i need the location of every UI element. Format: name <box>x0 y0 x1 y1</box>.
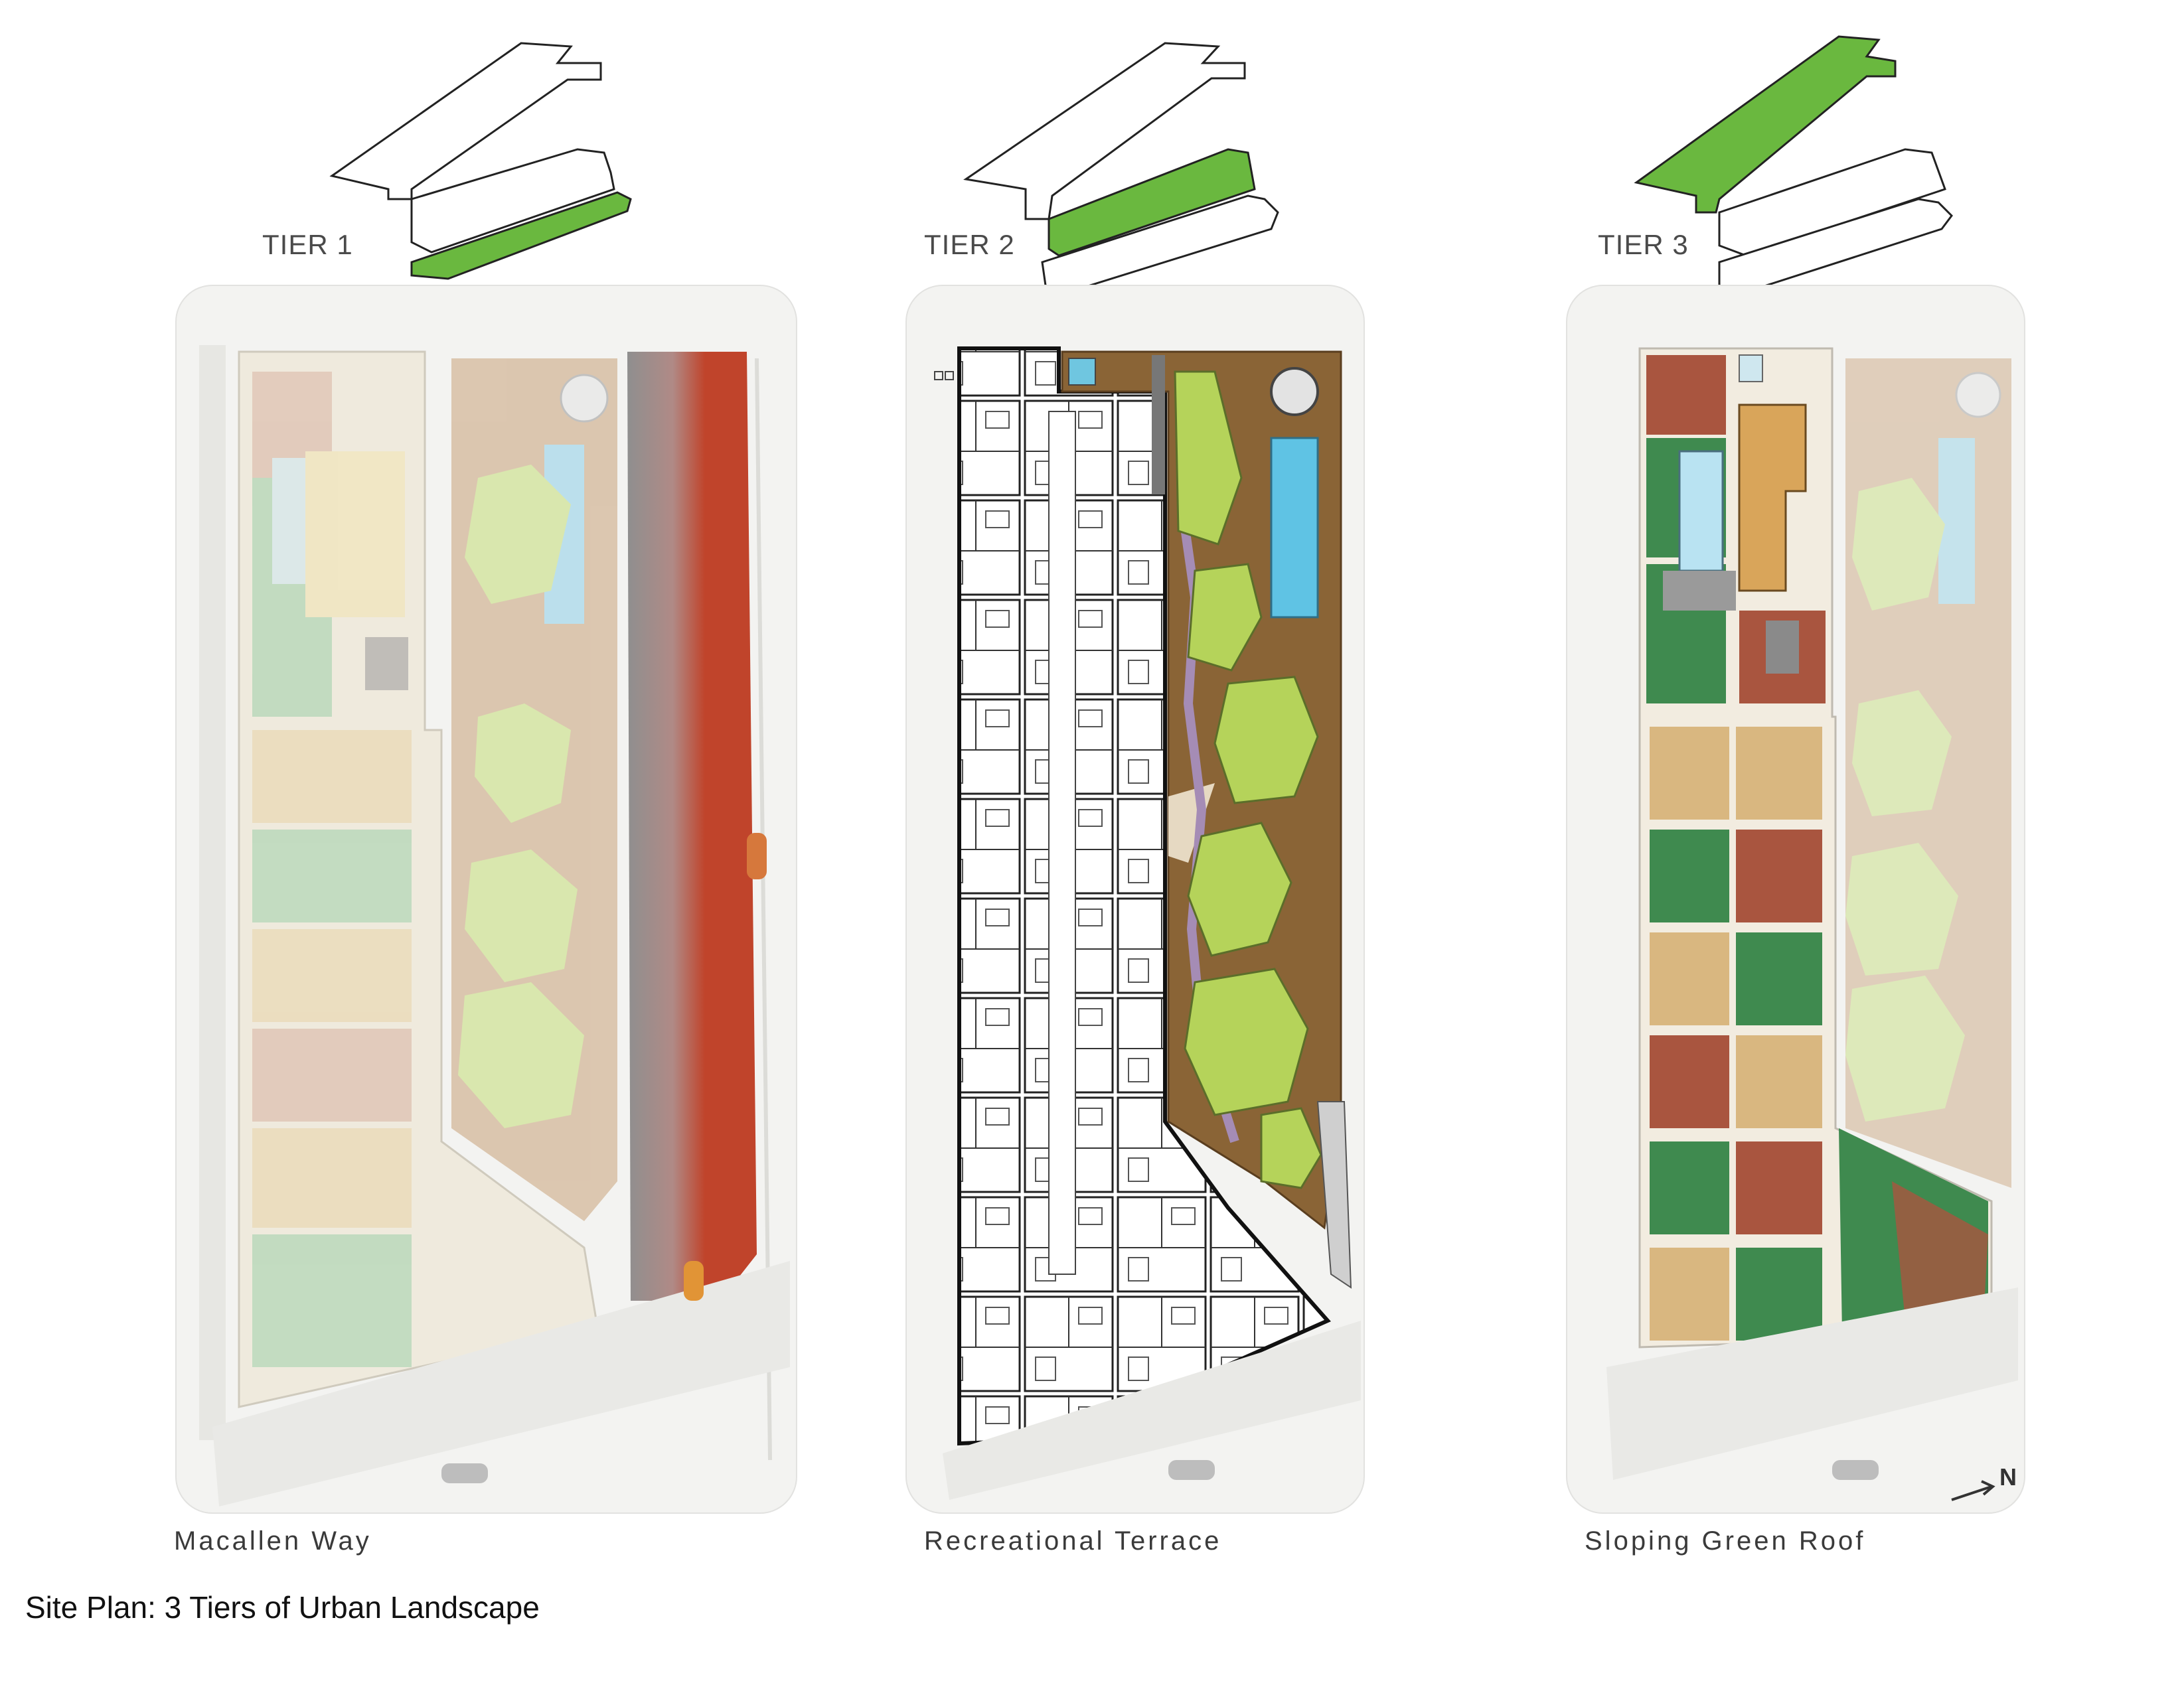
tier-1-massing-diagram <box>329 42 632 280</box>
plan-panel-recreational-terrace <box>905 285 1365 1514</box>
tier-2-label: TIER 2 <box>924 229 1015 260</box>
tier-1-middle-block <box>410 148 615 254</box>
north-label: N <box>1999 1463 2017 1491</box>
skylight <box>1678 450 1724 572</box>
faded-terrace-panel-3 <box>1845 358 2011 1188</box>
figure-caption: Site Plan: 3 Tiers of Urban Landscape <box>25 1590 540 1625</box>
wall-strip <box>1152 355 1165 494</box>
tier-3-green-tier <box>1634 35 1897 214</box>
faded-terrace <box>451 358 617 1221</box>
tier-3-label: TIER 3 <box>1598 229 1689 260</box>
tier-2-green-tier <box>1048 148 1256 257</box>
plan-panel-sloping-green-roof <box>1566 285 2025 1514</box>
street-tree-row <box>199 345 226 1440</box>
tier-3-massing-diagram <box>1634 35 1953 293</box>
tier-1-label: TIER 1 <box>262 229 353 260</box>
central-corridor <box>1048 411 1076 1275</box>
faded-roof-strips <box>252 372 412 1367</box>
planting-islands <box>1174 370 1322 1189</box>
roof-access-core <box>1738 403 1807 592</box>
plan-1-caption: Macallen Way <box>174 1526 372 1556</box>
plan-1-diagonal-road <box>212 1261 790 1506</box>
plan-3-diagonal-road <box>1606 1287 2018 1480</box>
north-arrow-icon <box>1951 1480 1995 1501</box>
plan-panel-macallen-way <box>175 285 797 1514</box>
macallen-way-red-paving <box>627 352 757 1301</box>
swimming-pool <box>1270 437 1319 619</box>
plan-2-caption: Recreational Terrace <box>924 1526 1222 1556</box>
tier-1-upper-block <box>329 42 602 200</box>
plan-3-caption: Sloping Green Roof <box>1585 1526 1866 1556</box>
plan-2-diagonal-road <box>943 1321 1361 1500</box>
spa-square <box>1068 358 1096 386</box>
tier-2-massing-diagram <box>963 42 1279 293</box>
tier-1-green-tier <box>410 191 632 280</box>
hot-tub <box>1270 367 1319 416</box>
terrace-steps <box>1316 1101 1352 1289</box>
tier-2-upper-block <box>963 42 1246 220</box>
tier-3-middle-block <box>1718 148 1946 257</box>
